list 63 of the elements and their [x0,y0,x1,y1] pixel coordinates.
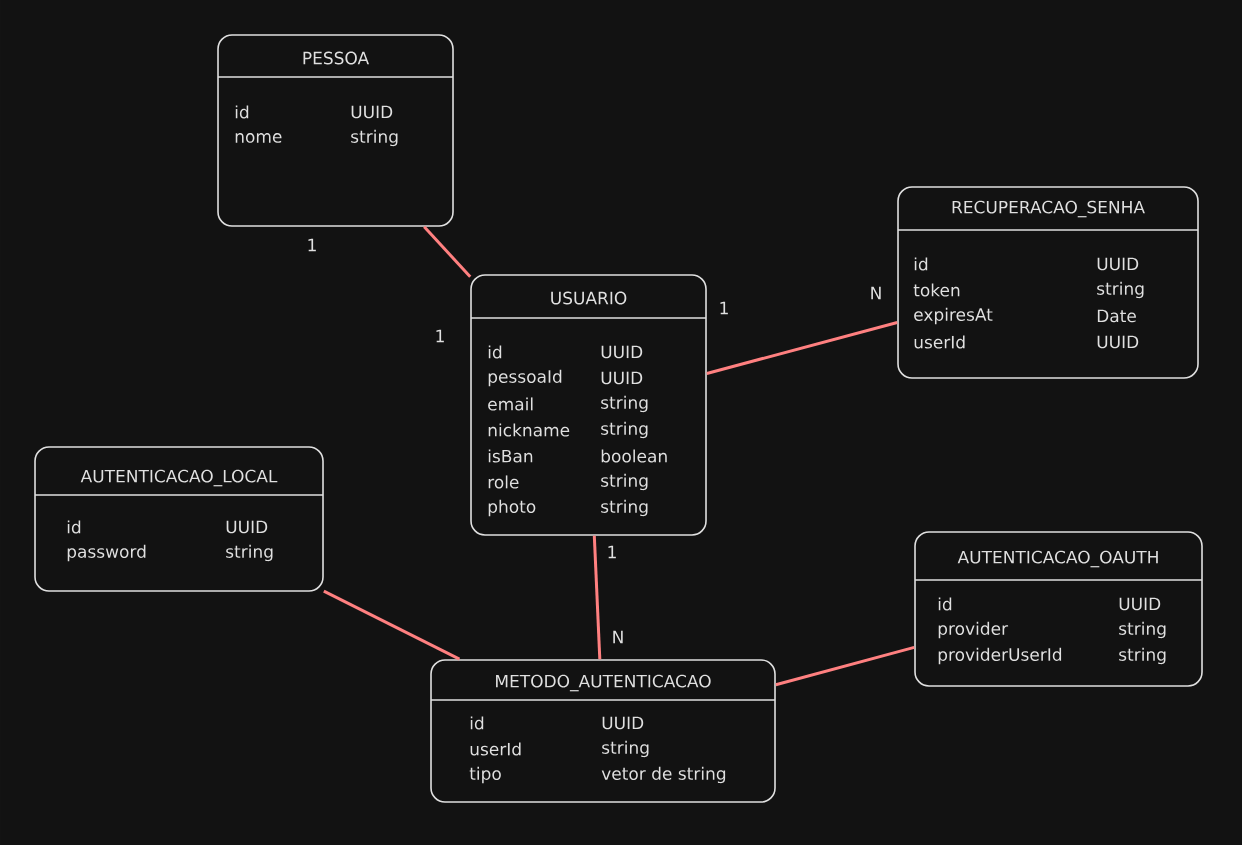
attribute-name: id [67,520,81,534]
attribute-type: string [602,740,649,758]
entity-box [34,446,324,592]
entity-box [914,531,1203,687]
relationship-line [592,535,602,660]
attribute-type: string [601,395,648,413]
entity-title: PESSOA [303,51,370,65]
attribute-type: string [1097,281,1144,299]
attribute-type: string [601,421,648,439]
relationship-line [706,321,898,375]
attribute-name: id [488,345,502,359]
attribute-type: UUID [1119,597,1161,611]
attribute-name: id [914,257,928,271]
relationship-line [775,645,915,687]
attribute-name: nome [235,133,282,143]
attribute-name: id [235,105,249,119]
attribute-name: id [470,716,484,730]
cardinality-label: 1 [608,545,616,559]
attribute-type: string [601,473,648,491]
attribute-name: userId [914,335,965,349]
entity-title: AUTENTICACAO_LOCAL [80,469,278,487]
attribute-type: vetor de string [601,766,726,784]
entity-box [470,274,707,536]
attribute-name: providerUserId [938,647,1062,665]
entity-box [897,186,1199,379]
attribute-type: UUID [601,371,643,385]
attribute-name: expiresAt [914,307,993,325]
attribute-type: string [351,129,398,147]
attribute-name: userId [470,742,521,756]
entity-box [430,659,776,803]
attribute-name: token [913,283,960,297]
attribute-type: string [1119,621,1166,639]
cardinality-label: 1 [436,329,444,343]
attribute-type: string [226,544,273,562]
relationship-line [323,589,461,661]
attribute-name: id [938,597,952,611]
attribute-type: UUID [1097,335,1139,349]
attribute-name: provider [938,621,1009,639]
attribute-name: role [488,475,519,489]
attribute-type: UUID [226,520,268,534]
attribute-name: pessoaId [488,369,562,387]
attribute-type: UUID [351,105,393,119]
attribute-name: tipo [469,766,501,784]
attribute-type: UUID [1097,257,1139,271]
relationship-line [423,225,472,278]
attribute-type: Date [1097,309,1136,323]
entity-title: AUTENTICACAO_OAUTH [957,550,1158,568]
cardinality-label: N [613,630,623,644]
attribute-type: boolean [601,449,667,463]
attribute-name: email [488,397,533,411]
attribute-name: password [67,544,146,562]
entity-box [217,34,454,227]
attribute-name: photo [488,499,536,517]
entity-title: USUARIO [551,291,627,305]
attribute-type: string [1119,647,1166,665]
entity-title: METODO_AUTENTICACAO [496,674,711,692]
attribute-name: isBan [488,449,533,463]
entity-title: RECUPERACAO_SENHA [952,200,1145,218]
attribute-type: string [601,499,648,517]
cardinality-label: N [871,286,881,300]
attribute-type: UUID [601,345,643,359]
attribute-name: nickname [488,423,570,437]
attribute-type: UUID [602,716,644,730]
